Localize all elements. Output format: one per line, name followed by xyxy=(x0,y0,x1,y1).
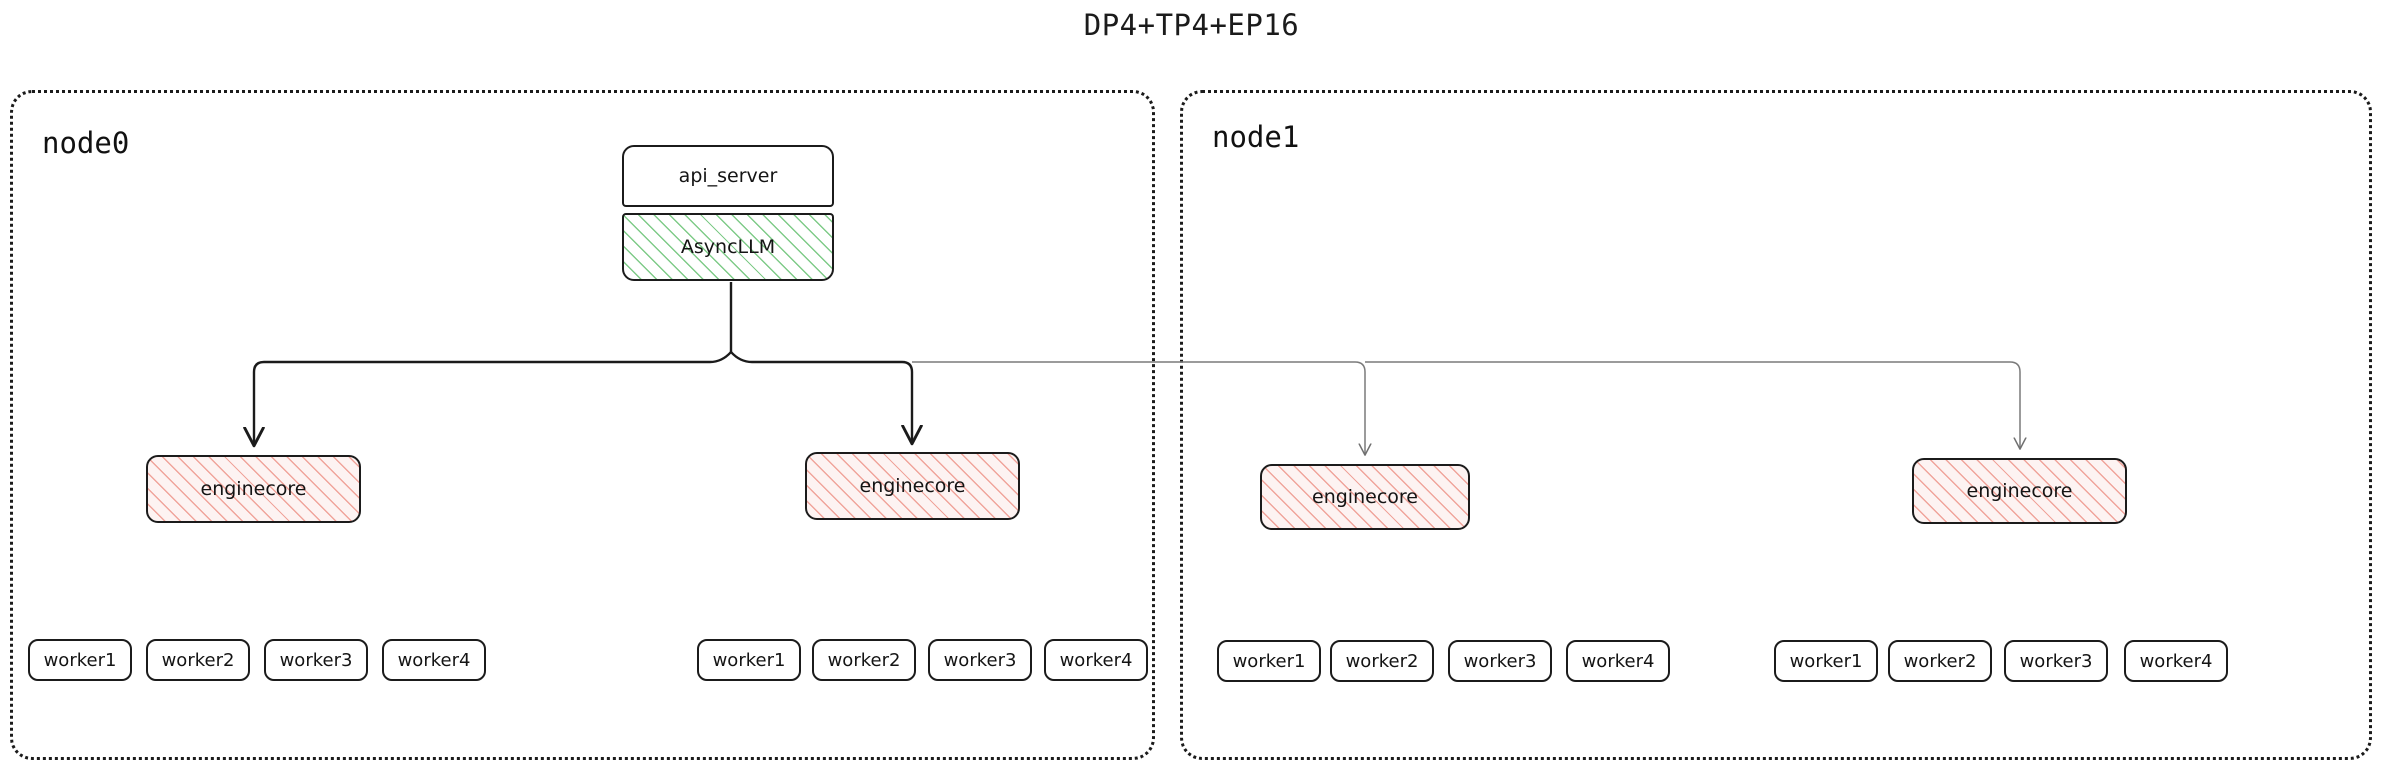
enginecore-label: enginecore xyxy=(859,475,966,497)
worker-node1-0-1[interactable]: worker1 xyxy=(1217,640,1321,682)
worker-node0-1-2[interactable]: worker2 xyxy=(812,639,916,681)
worker-label: worker2 xyxy=(1903,650,1977,672)
worker-label: worker3 xyxy=(1463,650,1537,672)
worker-label: worker1 xyxy=(1232,650,1306,672)
asyncllm-node[interactable]: AsyncLLM xyxy=(622,213,834,281)
enginecore-label: enginecore xyxy=(200,478,307,500)
enginecore-node0-1[interactable]: enginecore xyxy=(805,452,1020,520)
api-server-label: api_server xyxy=(678,165,778,187)
worker-label: worker3 xyxy=(279,649,353,671)
worker-label: worker1 xyxy=(43,649,117,671)
worker-node0-0-3[interactable]: worker3 xyxy=(264,639,368,681)
asyncllm-label: AsyncLLM xyxy=(680,236,776,258)
worker-label: worker2 xyxy=(161,649,235,671)
worker-node0-1-4[interactable]: worker4 xyxy=(1044,639,1148,681)
worker-label: worker4 xyxy=(397,649,471,671)
node-label-node1: node1 xyxy=(1212,120,1300,154)
worker-node1-0-2[interactable]: worker2 xyxy=(1330,640,1434,682)
worker-label: worker3 xyxy=(2019,650,2093,672)
worker-label: worker1 xyxy=(1789,650,1863,672)
enginecore-label: enginecore xyxy=(1312,486,1418,508)
worker-node1-1-2[interactable]: worker2 xyxy=(1888,640,1992,682)
worker-label: worker4 xyxy=(1581,650,1655,672)
worker-node0-1-1[interactable]: worker1 xyxy=(697,639,801,681)
page-title: DP4+TP4+EP16 xyxy=(1083,8,1300,42)
worker-node1-1-3[interactable]: worker3 xyxy=(2004,640,2108,682)
worker-node1-0-3[interactable]: worker3 xyxy=(1448,640,1552,682)
worker-node0-1-3[interactable]: worker3 xyxy=(928,639,1032,681)
worker-node1-0-4[interactable]: worker4 xyxy=(1566,640,1670,682)
node-label-node0: node0 xyxy=(42,126,130,160)
worker-node0-0-4[interactable]: worker4 xyxy=(382,639,486,681)
worker-node1-1-1[interactable]: worker1 xyxy=(1774,640,1878,682)
enginecore-node1-1[interactable]: enginecore xyxy=(1912,458,2127,524)
worker-label: worker3 xyxy=(943,649,1017,671)
enginecore-node1-0[interactable]: enginecore xyxy=(1260,464,1470,530)
worker-label: worker4 xyxy=(1059,649,1133,671)
worker-label: worker4 xyxy=(2139,650,2213,672)
worker-label: worker1 xyxy=(712,649,786,671)
worker-label: worker2 xyxy=(827,649,901,671)
worker-node0-0-2[interactable]: worker2 xyxy=(146,639,250,681)
worker-label: worker2 xyxy=(1345,650,1419,672)
api-server-node[interactable]: api_server xyxy=(622,145,834,207)
enginecore-label: enginecore xyxy=(1966,480,2073,502)
worker-node0-0-1[interactable]: worker1 xyxy=(28,639,132,681)
worker-node1-1-4[interactable]: worker4 xyxy=(2124,640,2228,682)
enginecore-node0-0[interactable]: enginecore xyxy=(146,455,361,523)
